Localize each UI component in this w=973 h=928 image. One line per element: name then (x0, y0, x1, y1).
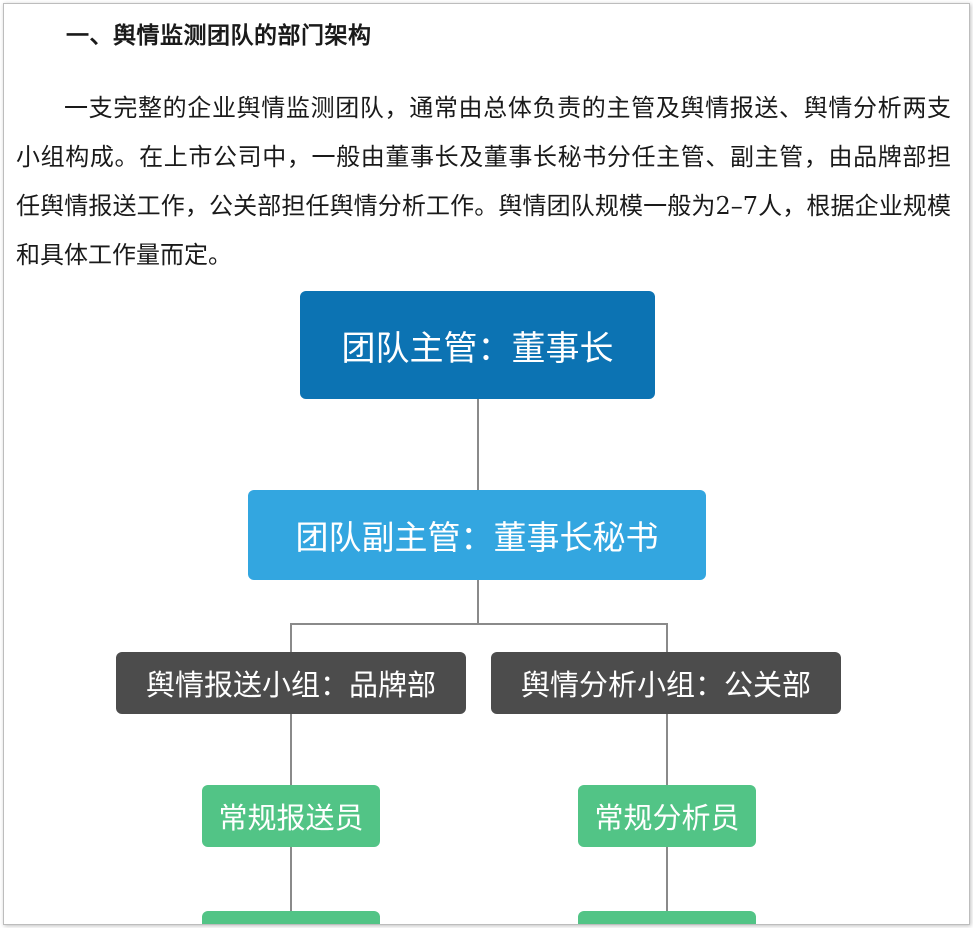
section-heading: 一、舆情监测团队的部门架构 (66, 23, 372, 49)
org-box-role-cutoff-left (202, 911, 380, 924)
connector-group-a-role (290, 714, 292, 785)
org-box-group-analysis: 舆情分析小组：公关部 (491, 652, 841, 714)
connector-head-deputy (477, 399, 479, 490)
connector-role-b-down (666, 847, 668, 911)
connector-group-b-role (666, 714, 668, 785)
connector-role-a-down (290, 847, 292, 911)
connector-group-b-up (666, 623, 668, 652)
connector-deputy-down (477, 580, 479, 624)
body-paragraph: 一支完整的企业舆情监测团队，通常由总体负责的主管及舆情报送、舆情分析两支小组构成… (16, 94, 951, 269)
org-chart: 团队主管：董事长 团队副主管：董事长秘书 舆情报送小组：品牌部 舆情分析小组：公… (4, 4, 969, 924)
org-box-group-report: 舆情报送小组：品牌部 (116, 652, 466, 714)
org-box-deputy: 团队副主管：董事长秘书 (248, 490, 706, 580)
org-box-role-reporter: 常规报送员 (202, 785, 380, 847)
connector-horizontal (290, 623, 668, 625)
org-box-head: 团队主管：董事长 (300, 291, 655, 399)
document-page: 一、舆情监测团队的部门架构 一支完整的企业舆情监测团队，通常由总体负责的主管及舆… (3, 3, 970, 925)
connector-group-a-up (290, 623, 292, 652)
org-box-role-cutoff-right (578, 911, 756, 924)
org-box-role-analyst: 常规分析员 (578, 785, 756, 847)
